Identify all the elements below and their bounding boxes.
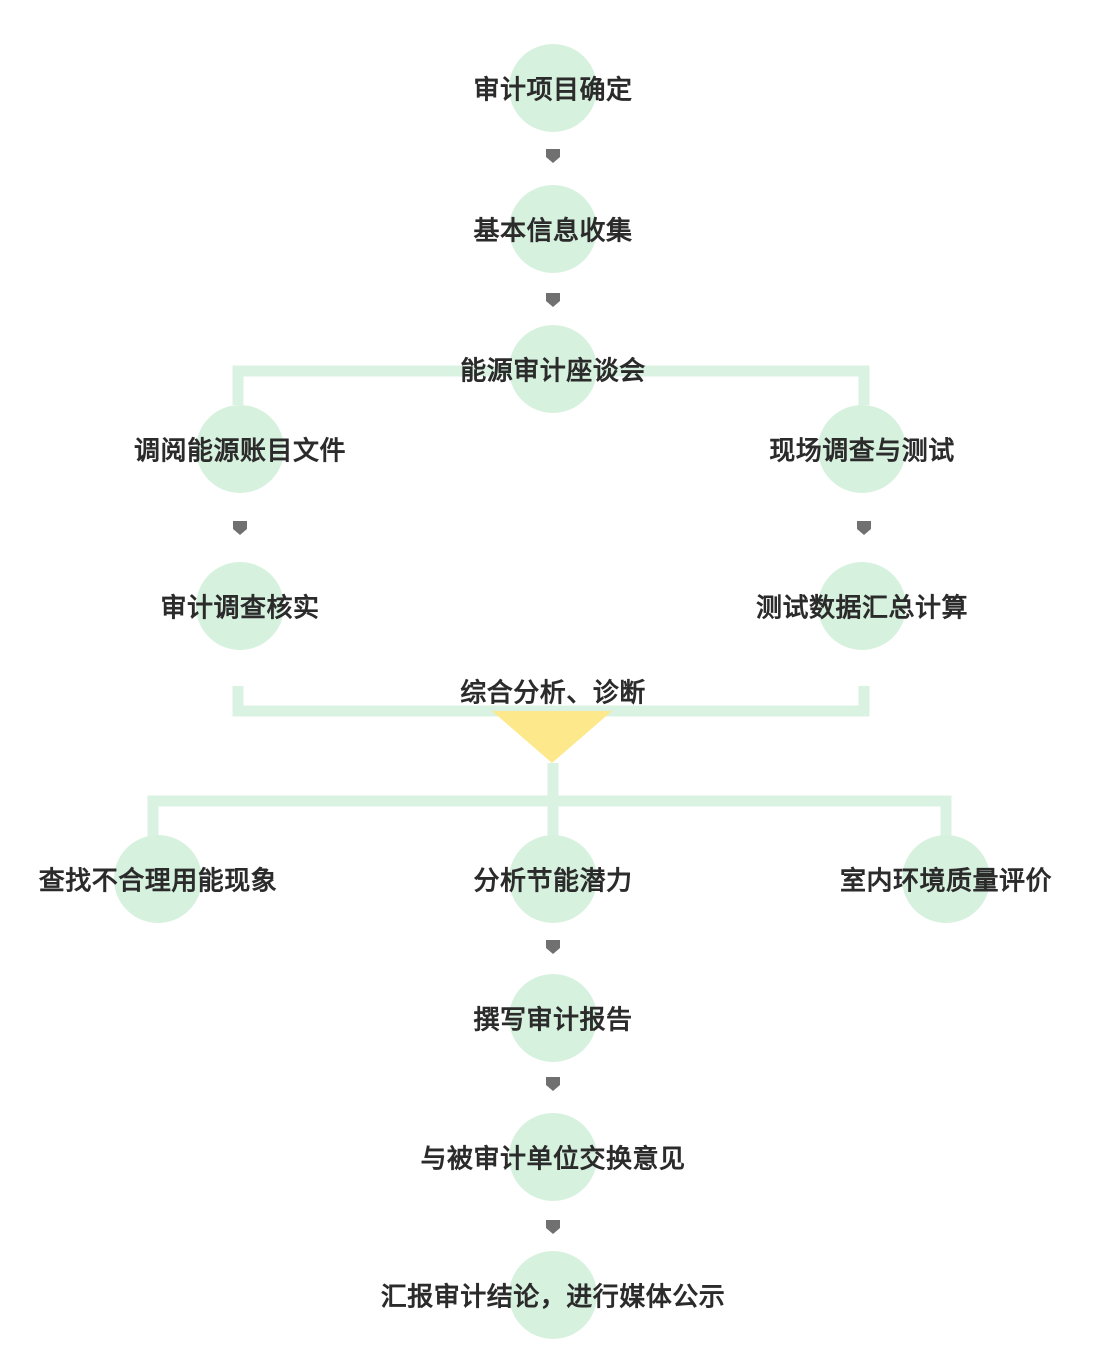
down-arrow-icon <box>546 940 560 954</box>
node-project-confirm: 审计项目确定 <box>473 75 633 106</box>
down-arrow-icon <box>546 149 560 163</box>
node-env-quality: 室内环境质量评价 <box>839 866 1053 897</box>
node-circle-review-accounts <box>196 405 284 493</box>
node-write-report: 撰写审计报告 <box>473 1005 633 1036</box>
node-circle-project-confirm <box>509 44 597 132</box>
node-potential: 分析节能潜力 <box>473 866 633 897</box>
node-circle-symposium <box>509 325 597 413</box>
node-info-collect: 基本信息收集 <box>473 216 633 247</box>
node-exchange: 与被审计单位交换意见 <box>420 1144 686 1175</box>
node-analysis: 综合分析、诊断 <box>460 678 646 709</box>
node-circle-report-publish <box>509 1251 597 1339</box>
down-arrow-icon <box>546 1220 560 1234</box>
node-circle-verify <box>196 562 284 650</box>
node-review-accounts: 调阅能源账目文件 <box>133 436 347 467</box>
node-report-publish: 汇报审计结论，进行媒体公示 <box>380 1282 726 1313</box>
down-arrow-icon <box>546 1077 560 1091</box>
node-circle-exchange <box>509 1113 597 1201</box>
node-circle-site-survey <box>818 405 906 493</box>
flow-arrows <box>233 149 871 1234</box>
down-arrow-icon <box>857 521 871 535</box>
decision-diamond <box>492 711 612 763</box>
node-verify: 审计调查核实 <box>160 593 320 624</box>
node-data-summary: 测试数据汇总计算 <box>755 593 969 624</box>
node-circle-env-quality <box>902 835 990 923</box>
node-find-waste: 查找不合理用能现象 <box>38 866 278 897</box>
node-circle-find-waste <box>114 835 202 923</box>
node-site-survey: 现场调查与测试 <box>769 436 955 467</box>
node-circle-write-report <box>509 974 597 1062</box>
node-circle-info-collect <box>509 185 597 273</box>
down-arrow-icon <box>233 521 247 535</box>
down-arrow-icon <box>546 293 560 307</box>
node-circles <box>114 44 990 1339</box>
node-circle-potential <box>509 835 597 923</box>
node-symposium: 能源审计座谈会 <box>460 356 646 387</box>
node-circle-data-summary <box>818 562 906 650</box>
